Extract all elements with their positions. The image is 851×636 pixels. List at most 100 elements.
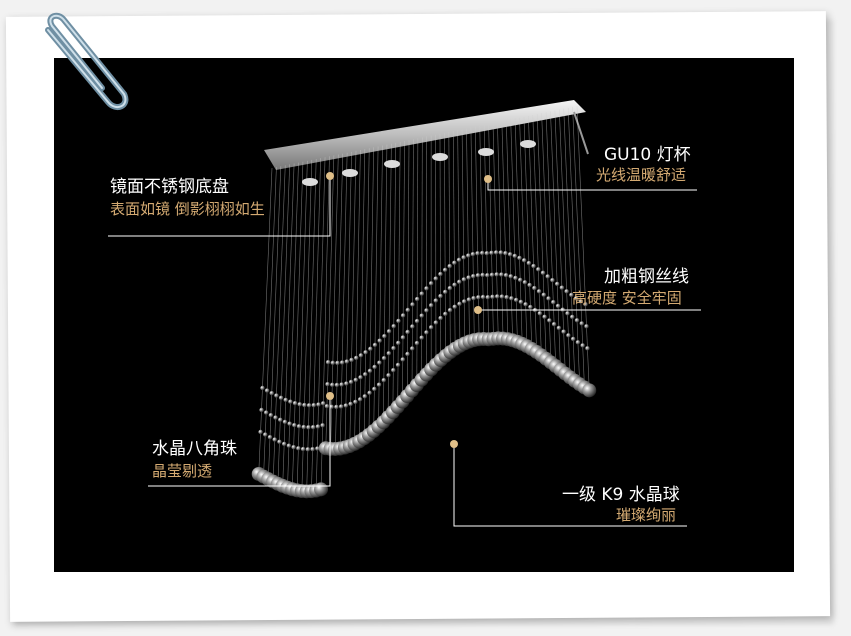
crystal-bead	[363, 350, 368, 355]
crystal-bead	[509, 296, 514, 301]
crystal-bead	[580, 343, 585, 348]
crystal-bead	[377, 338, 382, 343]
crystal-bead	[292, 400, 298, 406]
crystal-bead	[278, 395, 284, 401]
crystal-bead	[334, 382, 340, 388]
crystal-bead	[296, 446, 301, 451]
crystal-bead	[554, 281, 560, 287]
callout-title: 镜面不锈钢底盘	[110, 177, 229, 197]
crystal-bead	[540, 270, 546, 276]
crystal-bead	[348, 379, 354, 385]
crystal-bead	[296, 424, 302, 429]
crystal-bead	[447, 263, 452, 269]
crystal-bead	[573, 296, 579, 301]
crystal-bead	[424, 330, 429, 335]
crystal-bead	[281, 441, 287, 447]
chandelier-illustration	[108, 100, 701, 527]
crystal-bead	[386, 351, 392, 356]
crystal-bead	[314, 482, 329, 497]
crystal-bead	[555, 303, 561, 309]
crystal-bead	[376, 382, 382, 387]
crystal-bead	[433, 276, 439, 281]
crystal-bead	[306, 403, 312, 408]
callout-subtitle: 璀璨绚丽	[616, 506, 677, 524]
paperclip-icon	[45, 12, 129, 111]
crystal-bead	[405, 329, 410, 335]
crystal-bead	[396, 318, 401, 324]
crystal-bead	[386, 373, 391, 378]
product-photo	[54, 58, 794, 572]
crystal-bead	[564, 289, 569, 294]
crystal-bead	[391, 345, 396, 351]
crystal-bead	[480, 250, 485, 256]
crystal-bead	[269, 390, 274, 396]
crystal-bead	[410, 324, 415, 329]
crystal-bead	[353, 399, 358, 405]
crystal-bead	[494, 272, 499, 277]
crystal-bead	[329, 404, 334, 410]
crystal-bead	[419, 291, 425, 296]
crystal-bead	[311, 402, 317, 408]
crystal-bead	[438, 293, 443, 299]
crystal-bead	[367, 390, 372, 396]
crystal-bead	[536, 289, 542, 294]
crystal-bead	[372, 342, 378, 348]
crystal-bead	[438, 271, 443, 277]
crystal-bead	[363, 372, 368, 377]
crystal-bead	[461, 255, 466, 260]
crystal-bead	[542, 314, 547, 320]
crystal-bead	[264, 388, 270, 393]
crystal-bead	[495, 294, 500, 299]
crystal-bead	[522, 280, 528, 285]
crystal-bead	[344, 381, 349, 386]
crystal-bead	[526, 260, 532, 266]
callout-dot	[450, 440, 458, 448]
crystal-bead	[485, 273, 490, 278]
crystal-bead	[566, 333, 571, 338]
callout-dot	[484, 175, 492, 183]
crystal-bead	[297, 402, 302, 407]
crystal-bead	[461, 277, 467, 282]
crystal-bead	[277, 439, 282, 445]
crystal-bead	[489, 272, 495, 278]
callout-subtitle: 高硬度 安全牢固	[572, 289, 682, 307]
crystal-bead	[433, 298, 439, 303]
crystal-bead	[396, 340, 401, 346]
crystal-bead	[466, 253, 471, 258]
crystal-bead	[578, 299, 584, 304]
steel-base-plate	[264, 100, 586, 170]
crystal-bead	[475, 251, 480, 256]
crystal-bead	[537, 311, 543, 316]
crystal-bead	[286, 443, 292, 448]
crystal-bead	[310, 446, 315, 452]
crystal-bead	[466, 275, 471, 280]
crystal-bead	[316, 402, 321, 407]
crystal-bead	[410, 346, 415, 351]
crystal-bead	[457, 279, 462, 285]
crystal-bead	[443, 289, 448, 295]
crystal-bead	[462, 299, 467, 304]
crystal-bead	[504, 295, 509, 300]
crystal-bead	[569, 292, 574, 298]
crystal-bead	[405, 351, 410, 357]
crystal-bead	[268, 412, 274, 418]
crystal-bead	[334, 404, 339, 410]
crystal-bead	[513, 297, 519, 303]
crystal-bead	[484, 251, 490, 256]
crystal-bead	[574, 318, 580, 323]
callout-subtitle: 晶莹剔透	[152, 462, 213, 480]
crystal-bead	[466, 297, 472, 302]
crystal-bead	[570, 314, 575, 320]
crystal-bead	[452, 304, 457, 309]
crystal-bead	[400, 357, 405, 362]
crystal-bead	[414, 296, 420, 302]
crystal-bead	[358, 375, 363, 380]
crystal-bead	[302, 402, 307, 408]
crystal-bead	[452, 282, 457, 287]
crystal-bead	[476, 295, 481, 300]
crystal-bead	[259, 407, 264, 413]
crystal-bead	[325, 360, 331, 365]
crystal-bead	[584, 324, 589, 329]
crystal-bead	[357, 397, 363, 402]
crystal-bead	[499, 272, 504, 277]
